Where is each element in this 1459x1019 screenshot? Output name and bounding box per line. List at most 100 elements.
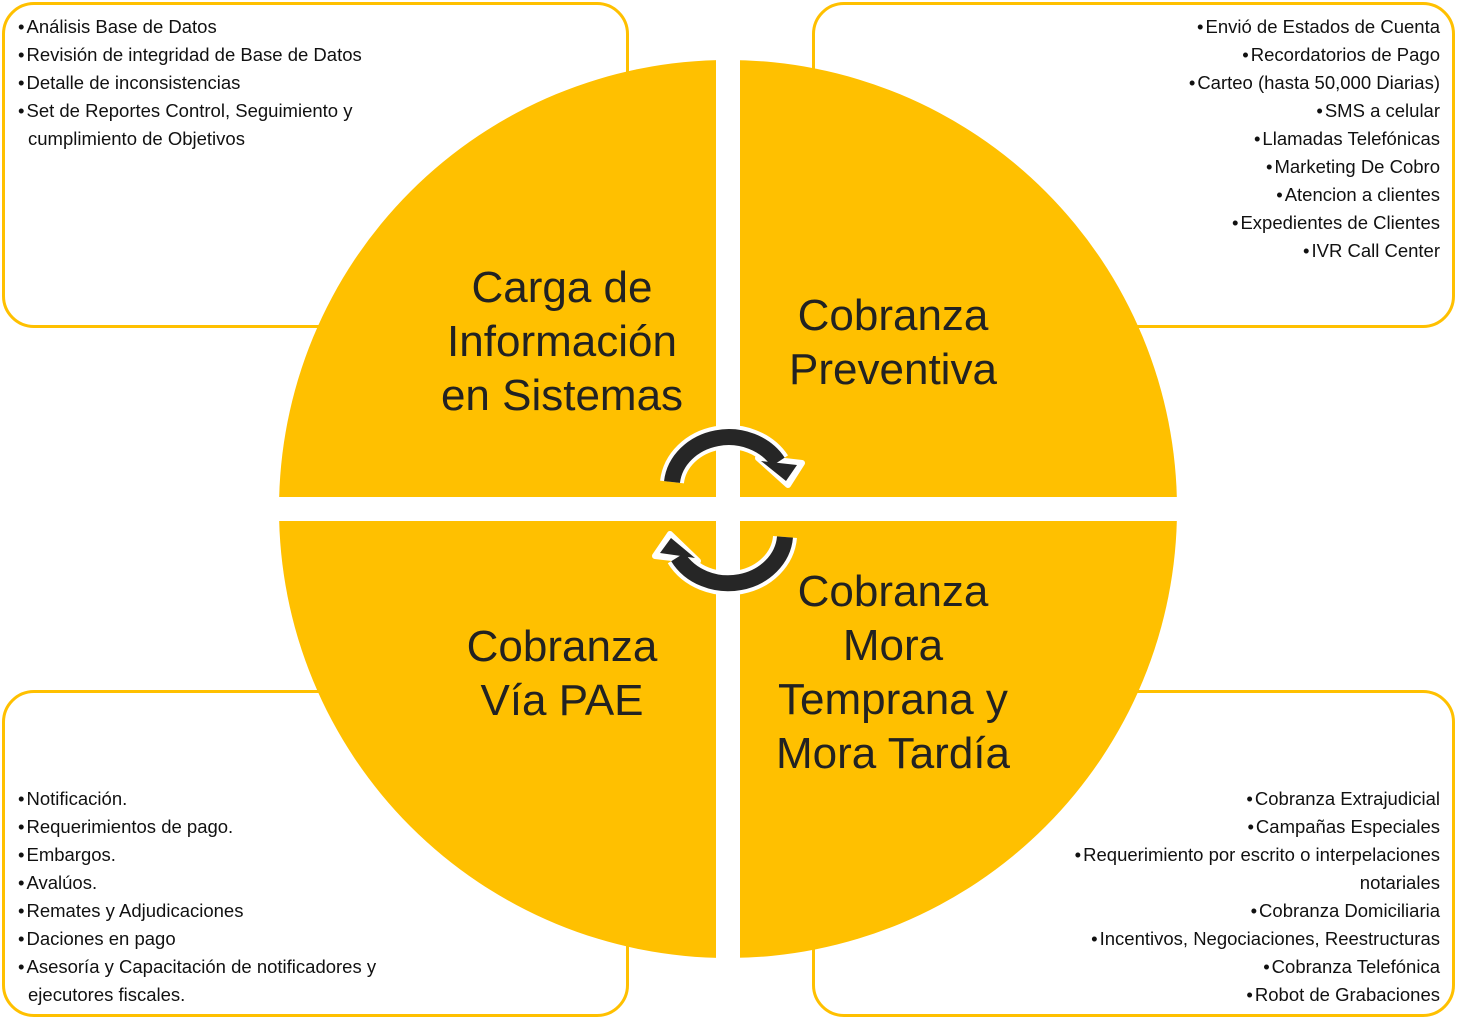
list-item-text: IVR Call Center [1311, 240, 1440, 261]
list-item-text: SMS a celular [1324, 100, 1440, 121]
list-item: •Cobranza Telefónica [1035, 953, 1440, 981]
bullet-icon: • [18, 956, 25, 977]
list-item-text: Recordatorios de Pago [1250, 44, 1440, 65]
list-item: •Campañas Especiales [1035, 813, 1440, 841]
list-item-text: Notificación. [26, 788, 128, 809]
title-line: Preventiva [789, 345, 997, 394]
bullet-icon: • [1247, 816, 1254, 837]
list-item-text: Detalle de inconsistencias [26, 72, 241, 93]
list-item: •SMS a celular [1020, 97, 1440, 125]
list-item-text: Expedientes de Clientes [1240, 212, 1440, 233]
bullet-icon: • [1188, 72, 1196, 93]
list-item-text: Embargos. [26, 844, 116, 865]
list-item-text: Robot de Grabaciones [1254, 984, 1440, 1005]
title-line: Carga de [471, 263, 653, 312]
list-item: •Requerimiento por escrito o interpelaci… [1035, 841, 1440, 897]
list-item: •Llamadas Telefónicas [1020, 125, 1440, 153]
list-item-text: Set de Reportes Control, Seguimiento y c… [26, 100, 353, 149]
bullet-icon: • [18, 788, 25, 809]
list-item-text: Cobranza Telefónica [1271, 956, 1440, 977]
quadrant-title-mora: Cobranza Mora Temprana y Mora Tardía [728, 565, 1058, 781]
title-line: Vía PAE [480, 676, 644, 725]
bullet-icon: • [18, 928, 25, 949]
title-line: Cobranza [797, 291, 989, 340]
list-item: •Asesoría y Capacitación de notificadore… [18, 953, 413, 1009]
bullet-icon: • [18, 816, 25, 837]
list-item-text: Análisis Base de Datos [26, 16, 217, 37]
list-item: •Robot de Grabaciones [1035, 981, 1440, 1009]
bullet-icon: • [18, 100, 25, 121]
bullet-icon: • [1074, 844, 1082, 865]
list-item: •Remates y Adjudicaciones [18, 897, 413, 925]
bullet-icon: • [1250, 900, 1258, 921]
horizontal-divider [270, 497, 1186, 521]
quadrant-title-preventiva: Cobranza Preventiva [728, 289, 1058, 397]
list-item-text: Cobranza Extrajudicial [1254, 788, 1440, 809]
list-item: •Envió de Estados de Cuenta [1020, 13, 1440, 41]
list-item: •Cobranza Domiciliaria [1035, 897, 1440, 925]
list-item: •Carteo (hasta 50,000 Diarias) [1020, 69, 1440, 97]
bullet-icon: • [1242, 44, 1249, 65]
bullet-icon: • [1246, 984, 1253, 1005]
bullet-icon: • [18, 872, 25, 893]
list-item-text: Marketing De Cobro [1274, 156, 1440, 177]
bullet-icon: • [18, 72, 25, 93]
list-item-text: Campañas Especiales [1255, 816, 1440, 837]
bullet-icon: • [1246, 788, 1253, 809]
list-bottom-right: •Cobranza Extrajudicial•Campañas Especia… [1035, 785, 1440, 1009]
bullet-icon: • [1091, 928, 1098, 949]
list-item: •IVR Call Center [1020, 237, 1440, 265]
title-line: Cobranza [797, 567, 989, 616]
bullet-icon: • [1197, 16, 1204, 37]
list-item-text: Llamadas Telefónicas [1262, 128, 1440, 149]
bullet-icon: • [18, 16, 25, 37]
list-top-left: •Análisis Base de Datos•Revisión de inte… [18, 13, 398, 153]
list-item-text: Requerimientos de pago. [26, 816, 234, 837]
list-top-right: •Envió de Estados de Cuenta•Recordatorio… [1020, 13, 1440, 265]
title-line: Temprana y [778, 675, 1008, 724]
list-item: •Incentivos, Negociaciones, Reestructura… [1035, 925, 1440, 953]
list-item-text: Cobranza Domiciliaria [1259, 900, 1440, 921]
bullet-icon: • [1276, 184, 1283, 205]
title-line: Mora [842, 621, 944, 670]
list-item: •Marketing De Cobro [1020, 153, 1440, 181]
list-item-text: Carteo (hasta 50,000 Diarias) [1197, 72, 1440, 93]
bullet-icon: • [1316, 100, 1323, 121]
list-item-text: Daciones en pago [26, 928, 176, 949]
list-item: •Requerimientos de pago. [18, 813, 413, 841]
bullet-icon: • [1263, 956, 1270, 977]
bullet-icon: • [18, 900, 25, 921]
list-item: •Detalle de inconsistencias [18, 69, 398, 97]
list-item-text: Atencion a clientes [1284, 184, 1440, 205]
list-item: •Notificación. [18, 785, 413, 813]
bullet-icon: • [1265, 156, 1273, 177]
bullet-icon: • [1303, 240, 1310, 261]
list-item-text: Avalúos. [26, 872, 98, 893]
title-line: en Sistemas [440, 371, 684, 420]
bullet-icon: • [18, 844, 25, 865]
list-item-text: Remates y Adjudicaciones [26, 900, 244, 921]
list-item-text: Revisión de integridad de Base de Datos [26, 44, 362, 65]
quadrant-title-carga: Carga de Información en Sistemas [397, 261, 727, 423]
list-item: •Análisis Base de Datos [18, 13, 398, 41]
bullet-icon: • [1253, 128, 1261, 149]
list-item: •Embargos. [18, 841, 413, 869]
title-line: Información [447, 317, 677, 366]
bullet-icon: • [18, 44, 25, 65]
list-item: •Set de Reportes Control, Seguimiento y … [18, 97, 398, 153]
list-item-text: Envió de Estados de Cuenta [1205, 16, 1441, 37]
list-item-text: Requerimiento por escrito o interpelacio… [1083, 844, 1440, 893]
list-item: •Avalúos. [18, 869, 413, 897]
list-bottom-left: •Notificación.•Requerimientos de pago.•E… [18, 785, 413, 1009]
list-item: •Revisión de integridad de Base de Datos [18, 41, 398, 69]
cycle-arrow-return-icon [652, 531, 797, 596]
title-line: Cobranza [466, 622, 658, 671]
list-item: •Atencion a clientes [1020, 181, 1440, 209]
list-item: •Expedientes de Clientes [1020, 209, 1440, 237]
quadrant-title-pae: Cobranza Vía PAE [397, 620, 727, 728]
list-item: •Cobranza Extrajudicial [1035, 785, 1440, 813]
list-item-text: Incentivos, Negociaciones, Reestructuras [1099, 928, 1440, 949]
list-item-text: Asesoría y Capacitación de notificadores… [26, 956, 377, 1005]
cycle-arrow-clockwise-icon [660, 425, 805, 488]
